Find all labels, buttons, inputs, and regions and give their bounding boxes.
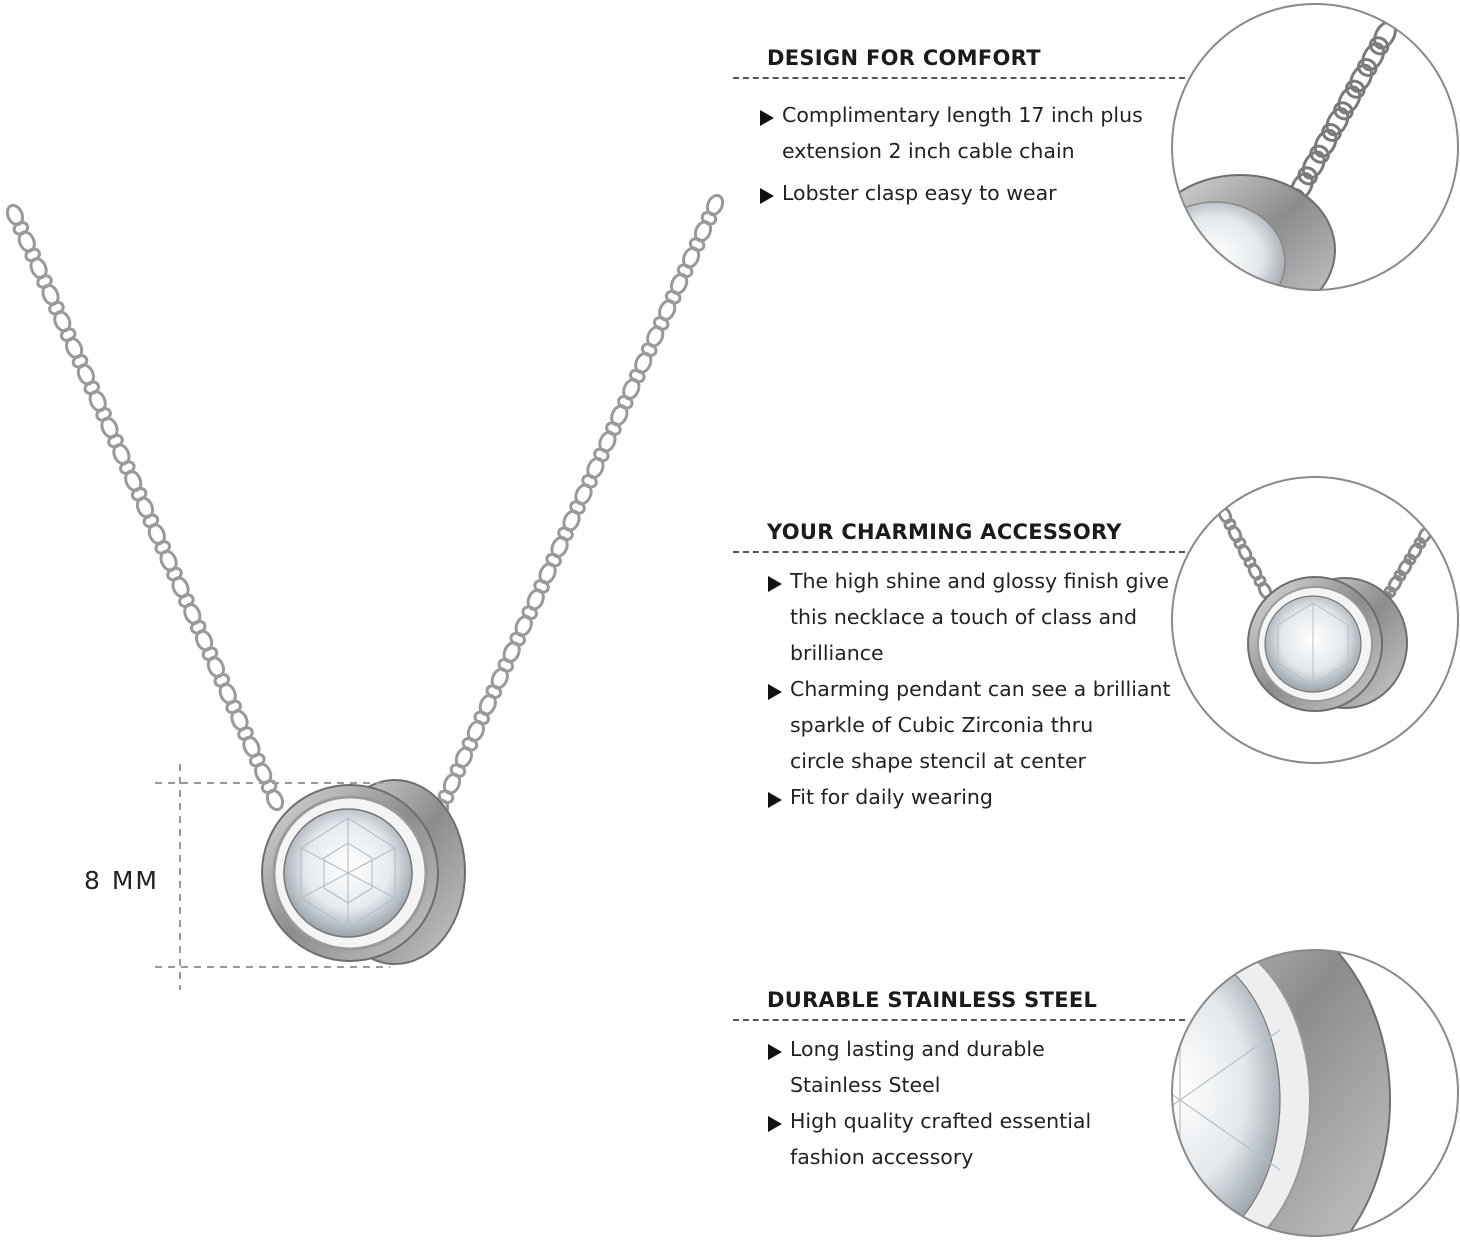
section-divider	[733, 77, 1185, 79]
chain-link	[1337, 85, 1362, 115]
dimension-guide	[155, 764, 390, 990]
chain-link	[1247, 562, 1263, 581]
chain-link	[1325, 107, 1350, 137]
triangle-right-icon	[768, 1044, 782, 1060]
chain-link	[1368, 36, 1390, 56]
chain-link	[1345, 79, 1366, 99]
chain-link	[1413, 537, 1427, 550]
chain-link	[1361, 42, 1385, 72]
section-title: YOUR CHARMING ACCESSORY	[767, 520, 1122, 544]
chain-link	[1321, 122, 1342, 143]
chain-link	[1227, 524, 1243, 543]
bullet-item: Fit for daily wearing	[768, 779, 1185, 815]
bullet-text: Lobster clasp easy to wear	[782, 181, 1057, 205]
section-divider	[733, 1019, 1185, 1021]
chain-left	[5, 203, 285, 812]
section-design-for-comfort: DESIGN FOR COMFORT Complimentary length …	[733, 43, 1185, 217]
triangle-right-icon	[768, 1116, 782, 1132]
chain-link	[1309, 144, 1330, 164]
chain-link	[265, 788, 285, 812]
triangle-right-icon	[760, 110, 774, 126]
detail-stainless-steel	[1171, 949, 1459, 1237]
pendant	[261, 779, 466, 965]
size-label: 8 MM	[84, 866, 159, 895]
section-divider	[733, 551, 1185, 553]
section-title: DESIGN FOR COMFORT	[767, 46, 1041, 70]
detail-pendant-front	[1171, 476, 1459, 764]
section-your-charming-accessory: YOUR CHARMING ACCESSORY The high shine a…	[733, 517, 1185, 815]
chain-link	[1243, 556, 1257, 569]
triangle-right-icon	[768, 684, 782, 700]
section-durable-stainless-steel: DURABLE STAINLESS STEEL Long lasting and…	[733, 985, 1185, 1175]
chain-link	[1237, 543, 1253, 562]
triangle-right-icon	[768, 576, 782, 592]
chain-link	[1253, 575, 1267, 588]
chain-link	[1233, 537, 1247, 550]
chain-link	[1403, 553, 1417, 566]
triangle-right-icon	[768, 792, 782, 808]
chain-link	[1349, 63, 1374, 93]
chain-link	[1387, 574, 1403, 593]
chain-link	[1397, 558, 1413, 577]
chain-link	[1297, 166, 1318, 186]
chain-right	[430, 193, 725, 822]
chain-link	[1393, 569, 1407, 582]
chain-link	[1407, 542, 1423, 561]
chain-link	[1223, 518, 1237, 531]
bullet-item: Lobster clasp easy to wear	[760, 175, 1185, 211]
chain-link	[1333, 101, 1354, 121]
chain-link	[1356, 57, 1378, 78]
chain-link	[1313, 128, 1338, 158]
chain-link	[1301, 150, 1326, 180]
bullet-text: Fit for daily wearing	[790, 785, 993, 809]
section-title: DURABLE STAINLESS STEEL	[767, 988, 1098, 1012]
detail-clasp-chain	[1171, 3, 1459, 291]
triangle-right-icon	[760, 188, 774, 204]
